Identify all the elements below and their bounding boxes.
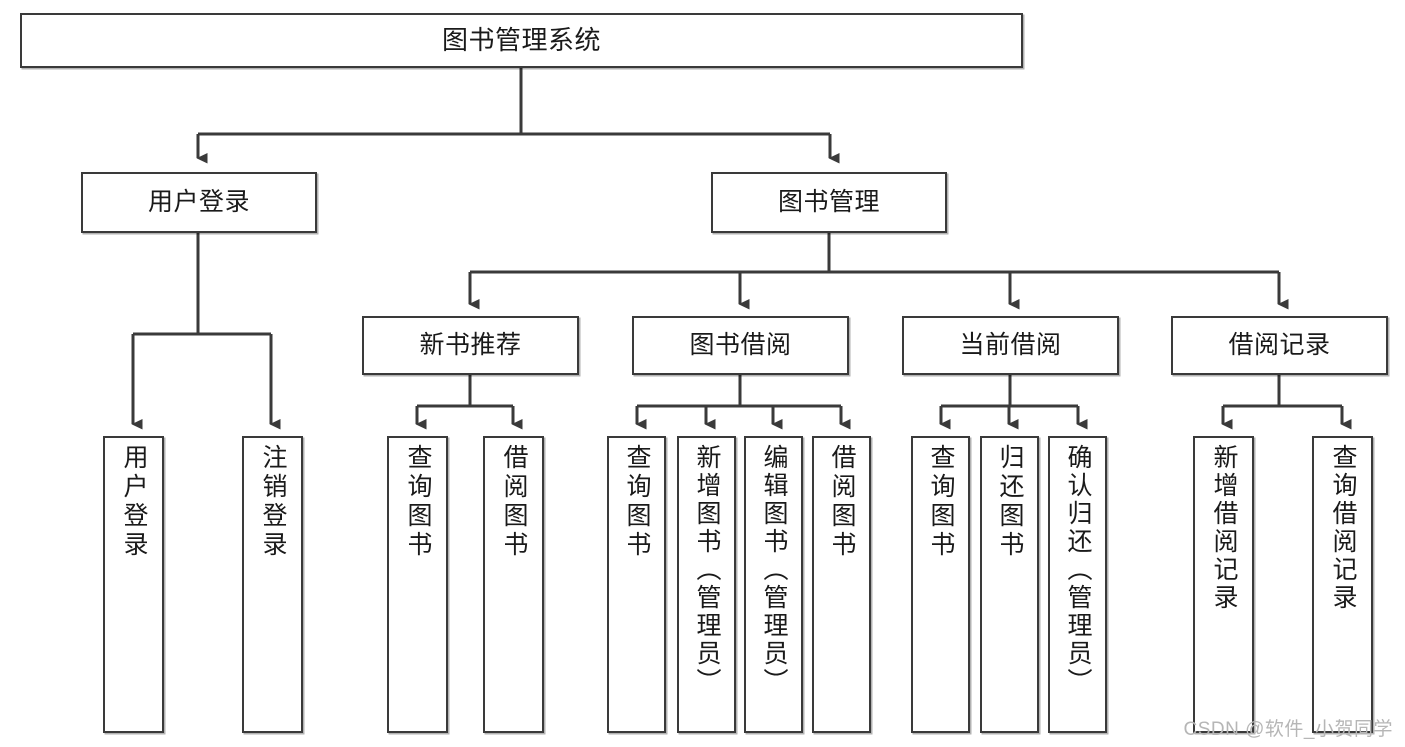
node-borrow-record[interactable]: 借阅记录 — [1171, 316, 1388, 375]
leaf-record-query-record[interactable]: 查询借阅记录 — [1312, 436, 1373, 733]
node-label: 新书推荐 — [419, 331, 522, 359]
node-label: 用户登录 — [120, 444, 148, 560]
leaf-current-return-book[interactable]: 归还图书 — [980, 436, 1039, 733]
node-label: 确认归还（管理员） — [1064, 444, 1092, 696]
node-label: 注销登录 — [259, 444, 287, 560]
leaf-record-add-record[interactable]: 新增借阅记录 — [1193, 436, 1254, 733]
node-label: 图书管理 — [777, 188, 880, 216]
node-label: 查询图书 — [927, 444, 955, 560]
leaf-user-login[interactable]: 用户登录 — [103, 436, 164, 733]
node-label: 归还图书 — [996, 444, 1024, 560]
node-new-book-recommend[interactable]: 新书推荐 — [362, 316, 579, 375]
node-label: 查询图书 — [623, 444, 651, 560]
leaf-borrow-add-book-admin[interactable]: 新增图书（管理员） — [677, 436, 736, 733]
node-label: 新增借阅记录 — [1210, 444, 1238, 612]
node-user-login[interactable]: 用户登录 — [81, 172, 317, 233]
leaf-current-query-book[interactable]: 查询图书 — [911, 436, 970, 733]
leaf-recommend-borrow-book[interactable]: 借阅图书 — [483, 436, 544, 733]
node-root-system[interactable]: 图书管理系统 — [20, 13, 1023, 68]
leaf-current-confirm-return-admin[interactable]: 确认归还（管理员） — [1048, 436, 1107, 733]
node-book-borrow[interactable]: 图书借阅 — [632, 316, 849, 375]
leaf-recommend-query-book[interactable]: 查询图书 — [387, 436, 448, 733]
leaf-borrow-edit-book-admin[interactable]: 编辑图书（管理员） — [744, 436, 803, 733]
node-label: 借阅图书 — [828, 444, 856, 560]
node-label: 新增图书（管理员） — [693, 444, 721, 696]
node-label: 查询图书 — [404, 444, 432, 560]
node-current-borrow[interactable]: 当前借阅 — [902, 316, 1119, 375]
node-label: 当前借阅 — [959, 331, 1062, 359]
node-label: 查询借阅记录 — [1329, 444, 1357, 612]
node-book-management[interactable]: 图书管理 — [711, 172, 947, 233]
watermark-text: CSDN @软件_小贺同学 — [1183, 719, 1393, 740]
node-label: 借阅图书 — [500, 444, 528, 560]
node-label: 图书管理系统 — [441, 25, 601, 56]
leaf-user-logout[interactable]: 注销登录 — [242, 436, 303, 733]
leaf-borrow-borrow-book[interactable]: 借阅图书 — [812, 436, 871, 733]
node-label: 图书借阅 — [689, 331, 792, 359]
leaf-borrow-query-book[interactable]: 查询图书 — [607, 436, 666, 733]
node-label: 借阅记录 — [1228, 331, 1331, 359]
node-label: 编辑图书（管理员） — [760, 444, 788, 696]
node-label: 用户登录 — [147, 188, 250, 216]
